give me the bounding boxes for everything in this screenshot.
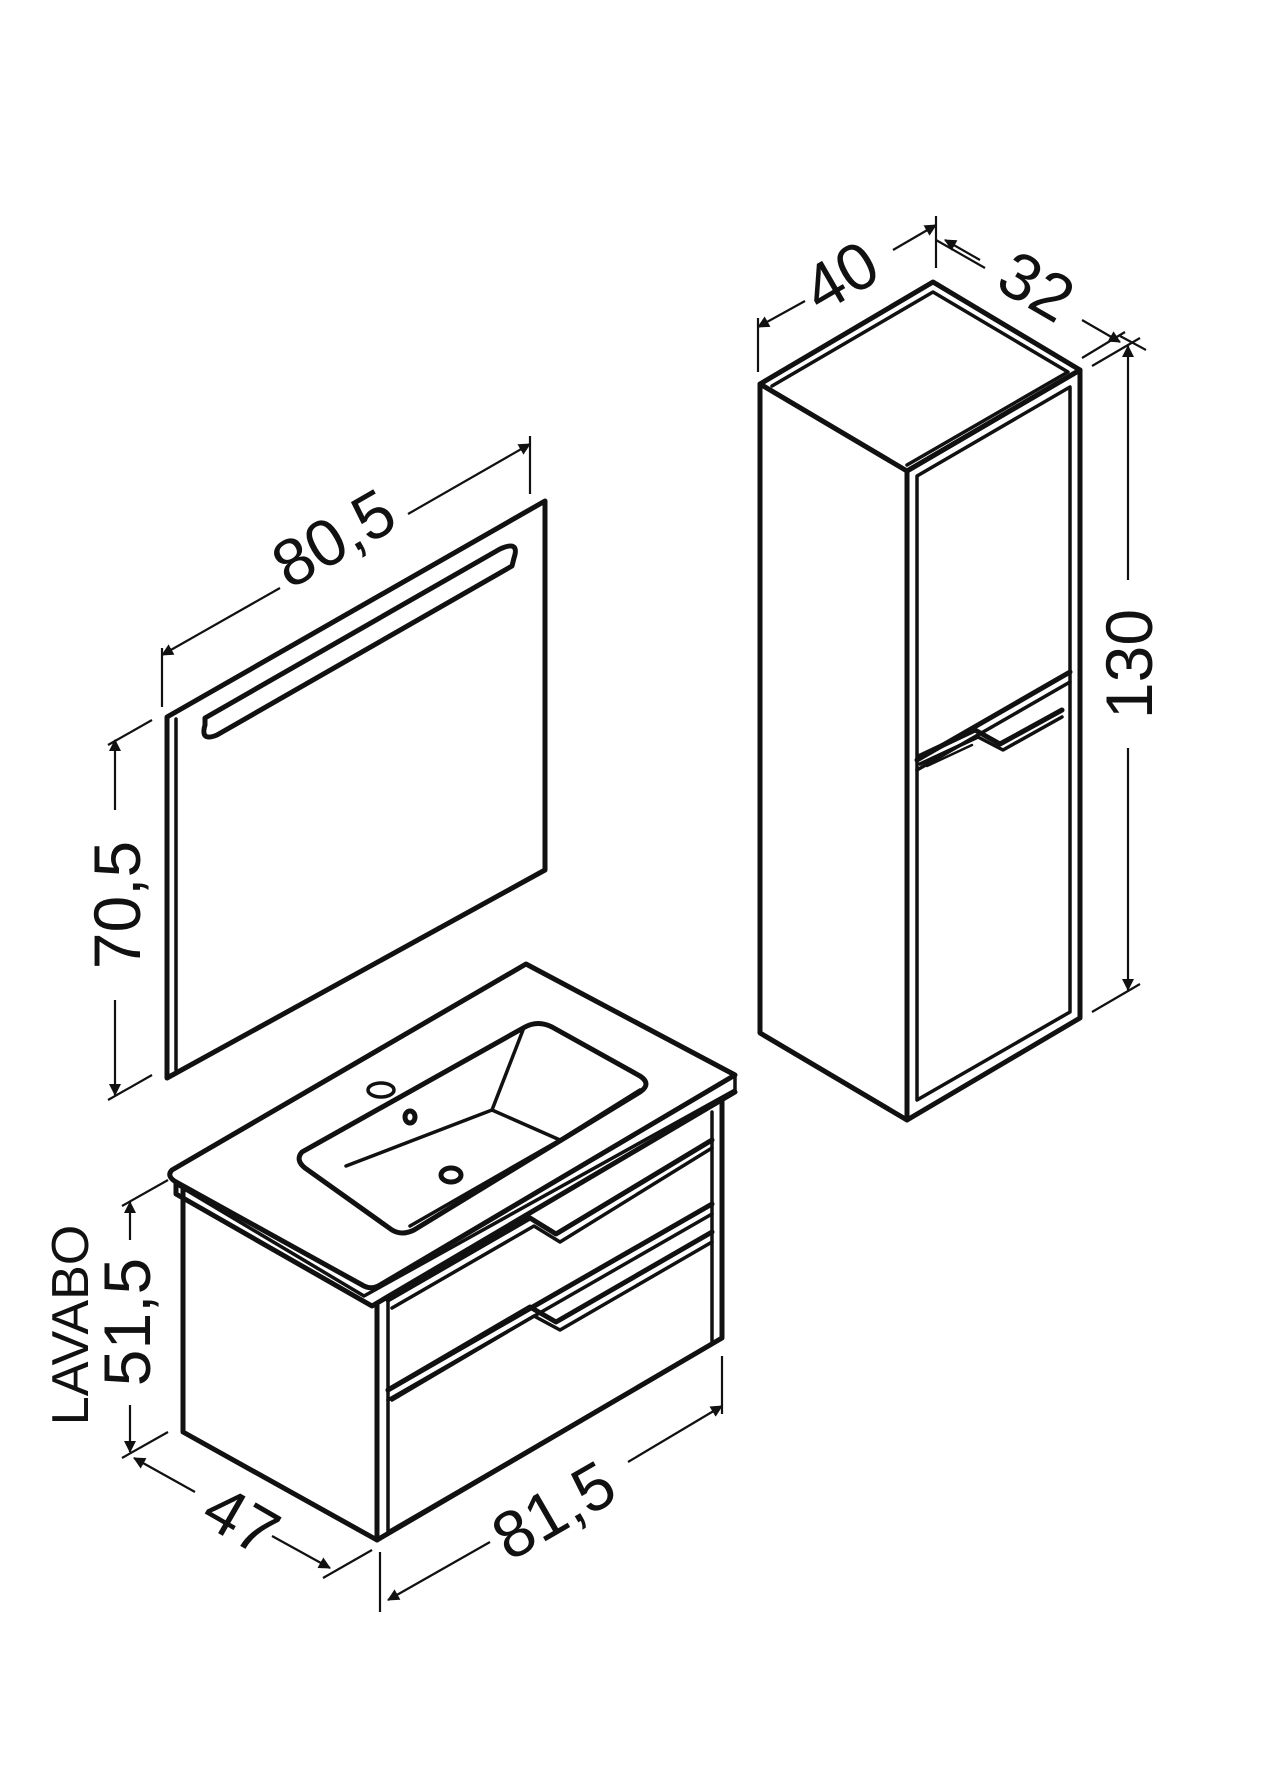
mirror-height-label: 70,5 [80, 841, 154, 969]
vanity-countertop [167, 961, 738, 1291]
vanity-left-side [180, 1187, 380, 1543]
mirror-light-bar [201, 543, 518, 740]
mirror: 80,5 70,5 [80, 436, 548, 1101]
vanity-top-handle [385, 1137, 715, 1303]
vanity-height-label: 51,5 [90, 1258, 164, 1386]
vanity-handle [385, 1229, 715, 1393]
cabinet-depth-dimension: 32 [935, 236, 1147, 359]
cabinet-height-dimension: 130 [1091, 337, 1166, 1013]
vanity-countertop-edge [174, 1073, 737, 1298]
mirror-frame [164, 498, 548, 1081]
cabinet-front-inner [915, 385, 1072, 1102]
overflow-hole [402, 1108, 418, 1126]
mirror-height-dimension: 70,5 [80, 719, 154, 1101]
cabinet-top-inner [770, 290, 1070, 467]
vanity-height-dimension: 51,5 [90, 1179, 169, 1459]
cabinet-height-label: 130 [1092, 609, 1166, 719]
cabinet-front [904, 367, 1083, 1123]
vanity: LAVABO 51,5 47 81,5 [42, 961, 738, 1612]
cabinet-handle [917, 707, 1065, 759]
vanity-width-dimension: 81,5 [378, 1356, 724, 1612]
mirror-width-label: 80,5 [259, 474, 407, 602]
drain-hole [438, 1165, 464, 1185]
tall-cabinet: 40 32 130 [756, 216, 1166, 1123]
basin-outer [296, 1021, 649, 1236]
cabinet-width-label: 40 [790, 226, 891, 327]
faucet-hole [366, 1081, 396, 1099]
mirror-width-dimension: 80,5 [160, 436, 532, 707]
cabinet-left-side [757, 381, 910, 1123]
basin-inner-corner [490, 1028, 525, 1112]
vanity-name-label: LAVABO [42, 1225, 100, 1425]
vanity-front-inner [386, 1110, 714, 1534]
